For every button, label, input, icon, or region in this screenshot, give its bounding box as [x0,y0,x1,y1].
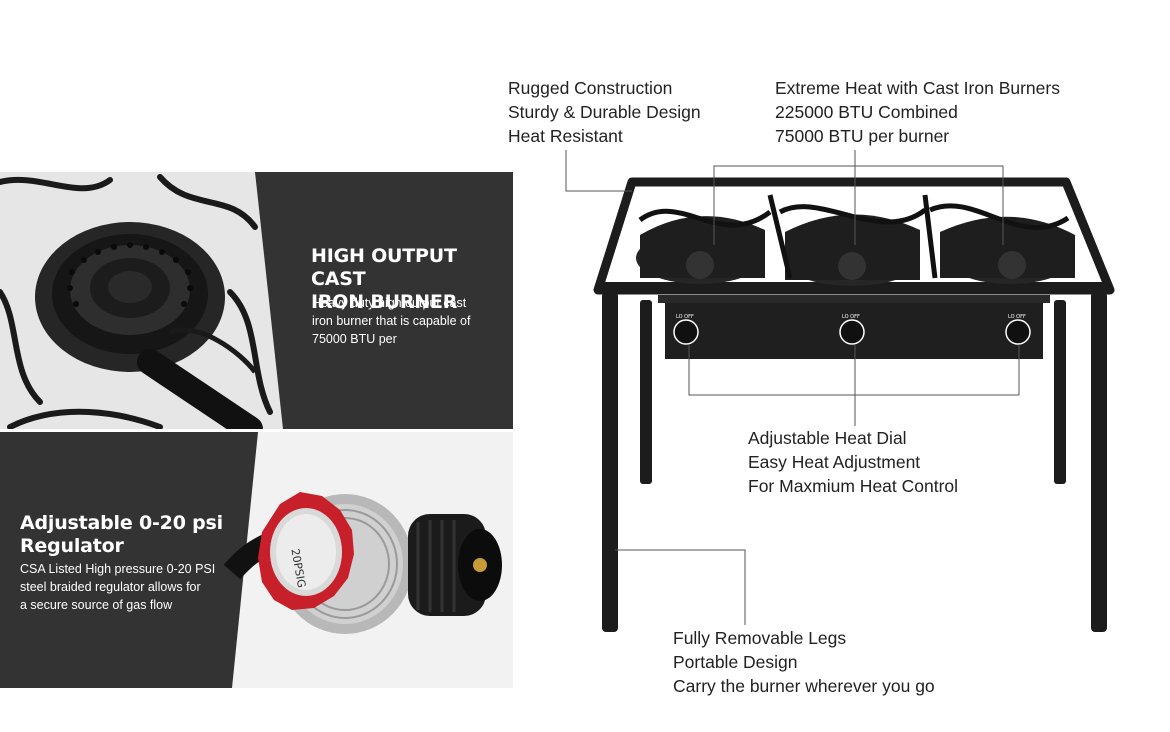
knob-marking-right: LO OFF [1008,314,1026,320]
burner-title-line1: HIGH OUTPUT CAST [311,245,457,290]
feature-legs-line3: Carry the burner wherever you go [673,676,935,696]
regulator-desc-line2: steel braided regulator allows for [20,580,201,594]
regulator-callout-title: Adjustable 0-20 psi Regulator [20,512,223,558]
feature-dial-line2: Easy Heat Adjustment [748,452,921,472]
burner-closeup-panel: HIGH OUTPUT CAST IRON BURNER Heavy duty … [0,172,513,429]
feature-legs-line2: Portable Design [673,652,798,672]
regulator-title-line1: Adjustable 0-20 psi [20,512,223,534]
regulator-desc-line1: CSA Listed High pressure 0-20 PSI [20,562,216,576]
stove-legs [602,292,1107,632]
feature-construction: Rugged Construction Sturdy & Durable Des… [508,76,701,148]
feature-dial-line1: Adjustable Heat Dial [748,428,907,448]
heat-dial-knobs: LO OFF LO OFF LO OFF [673,314,1031,345]
burner-callout-description: Heavy duty high output cast iron burner … [312,294,470,348]
burner-desc-line3: 75000 BTU per [312,332,397,346]
feature-construction-line2: Sturdy & Durable Design [508,102,701,122]
feature-dial-line3: For Maxmium Heat Control [748,476,959,496]
regulator-red-knob [258,492,354,610]
feature-construction-line1: Rugged Construction [508,78,673,98]
feature-dial: Adjustable Heat Dial Easy Heat Adjustmen… [748,426,958,498]
feature-construction-line3: Heat Resistant [508,126,623,146]
regulator-panel: 20PSIG Adjustable 0-20 psi Regulator CSA… [0,432,513,688]
feature-legs-line1: Fully Removable Legs [673,628,847,648]
feature-heat-line3: 75000 BTU per burner [775,126,950,146]
regulator-title-line2: Regulator [20,535,124,557]
feature-heat-line1: Extreme Heat with Cast Iron Burners [775,78,1060,98]
burner-desc-line2: iron burner that is capable of [312,314,471,328]
burner-callout-title: HIGH OUTPUT CAST IRON BURNER [311,245,513,314]
burner-title-line2: IRON BURNER [311,291,458,313]
knob-marking-left: LO OFF [676,314,694,320]
feature-heat-line2: 225000 BTU Combined [775,102,958,122]
feature-legs: Fully Removable Legs Portable Design Car… [673,626,935,698]
stove-top-frame [593,177,1115,295]
burner-desc-line1: Heavy duty high output cast [312,296,467,310]
feature-heat: Extreme Heat with Cast Iron Burners 2250… [775,76,1060,148]
regulator-photo: 20PSIG [0,432,513,688]
knob-marking-center: LO OFF [842,314,860,320]
feature-leader-lines [565,150,1020,625]
regulator-coupling-nut [408,514,502,616]
burner-photo [0,172,513,429]
regulator-desc-line3: a secure source of gas flow [20,598,173,612]
regulator-callout-description: CSA Listed High pressure 0-20 PSI steel … [20,560,215,614]
